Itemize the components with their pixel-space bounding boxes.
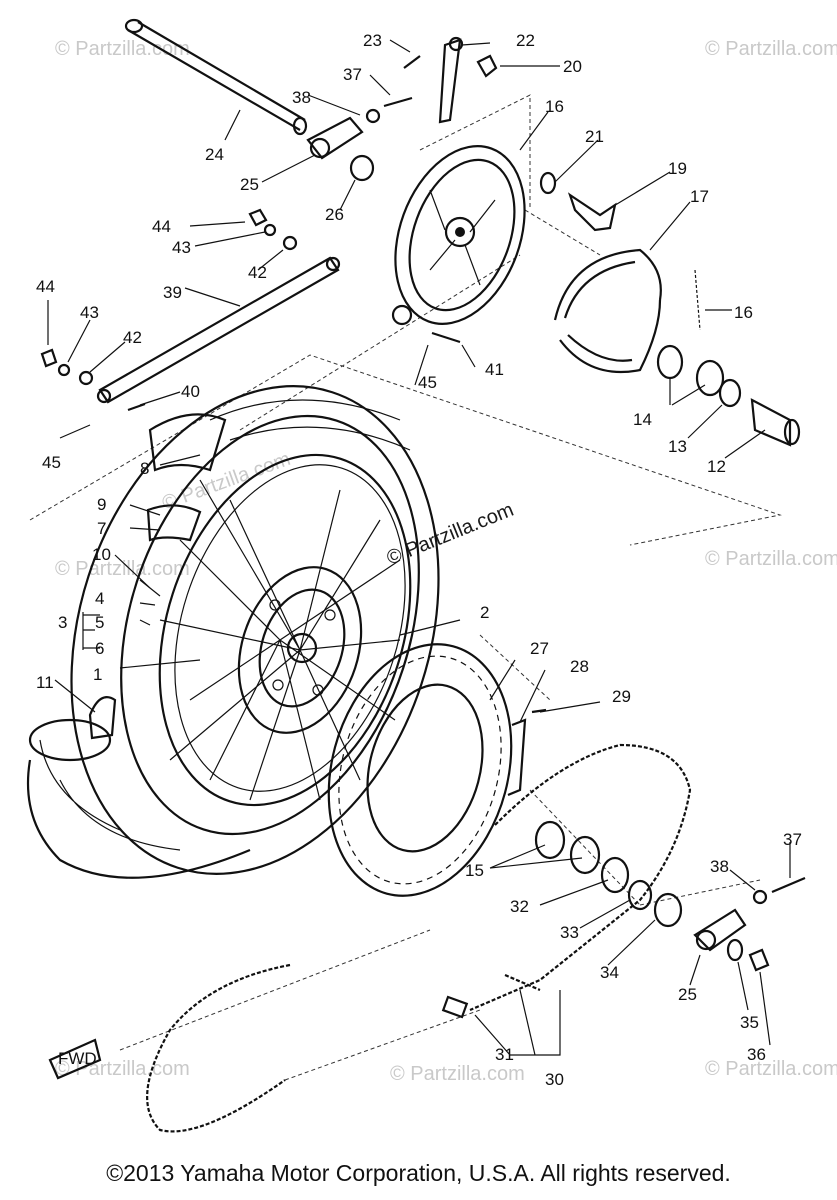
fwd-direction-arrow: FWD — [48, 1038, 102, 1080]
callout-11: 11 — [36, 673, 54, 692]
callout-44: 44 — [152, 217, 171, 236]
callout-7: 7 — [97, 519, 106, 538]
brake-cam — [539, 171, 617, 232]
callout-30: 30 — [545, 1070, 564, 1089]
callout-21: 21 — [585, 127, 604, 146]
callout-28: 28 — [570, 657, 589, 676]
hub-bearings — [656, 344, 801, 447]
callout-42: 42 — [248, 263, 267, 282]
callout-38-right: 38 — [710, 857, 729, 876]
callout-41: 41 — [485, 360, 504, 379]
callout-9: 9 — [97, 495, 106, 514]
callout-17: 17 — [690, 187, 709, 206]
callout-6: 6 — [95, 639, 104, 658]
callout-16: 16 — [545, 97, 564, 116]
drive-chain — [146, 743, 692, 1133]
callout-25-right: 25 — [678, 985, 697, 1004]
brake-shoes — [553, 248, 701, 374]
callout-14: 14 — [633, 410, 652, 429]
watermarks: © Partzilla.com © Partzilla.com © Partzi… — [55, 38, 837, 1085]
callout-36: 36 — [747, 1045, 766, 1064]
watermark: © Partzilla.com — [705, 1058, 837, 1080]
callout-35: 35 — [740, 1013, 759, 1032]
leader-lines — [47, 39, 791, 1056]
wheel-hub — [237, 566, 363, 734]
callout-15: 15 — [465, 861, 484, 880]
watermark: © Partzilla.com — [159, 448, 293, 515]
callout-37: 37 — [343, 65, 362, 84]
callout-38: 38 — [292, 88, 311, 107]
watermark: © Partzilla.com — [390, 1063, 525, 1085]
callout-26: 26 — [325, 205, 344, 224]
callout-32: 32 — [510, 897, 529, 916]
callout-34: 34 — [600, 963, 619, 982]
callout-labels: 23 22 37 20 38 16 21 24 19 25 17 26 44 4… — [36, 31, 802, 1089]
callout-40: 40 — [181, 382, 200, 401]
assembly-lines — [29, 94, 782, 1081]
callout-20: 20 — [563, 57, 582, 76]
callout-31: 31 — [495, 1045, 514, 1064]
watermark: © Partzilla.com — [55, 1058, 190, 1080]
callout-43: 43 — [172, 238, 191, 257]
watermark: © Partzilla.com — [705, 38, 837, 60]
rear-sprocket — [327, 643, 513, 897]
wheel-rim-spokes — [158, 453, 412, 807]
callout-42-left: 42 — [123, 328, 142, 347]
callout-45-left: 45 — [42, 453, 61, 472]
callout-25: 25 — [240, 175, 259, 194]
callout-24: 24 — [205, 145, 224, 164]
callout-22: 22 — [516, 31, 535, 50]
rear-tire — [26, 385, 440, 879]
callout-27: 27 — [530, 639, 549, 658]
callout-13: 13 — [668, 437, 687, 456]
chain-master-link — [441, 995, 469, 1019]
callout-1: 1 — [93, 665, 102, 684]
rim-band-tube — [88, 413, 227, 740]
sprocket-lock-washer — [507, 708, 547, 797]
copyright-notice: ©2013 Yamaha Motor Corporation, U.S.A. A… — [106, 1160, 731, 1186]
callout-3: 3 — [58, 613, 67, 632]
callout-33: 33 — [560, 923, 579, 942]
callout-19: 19 — [668, 159, 687, 178]
callout-10: 10 — [92, 545, 111, 564]
callout-5: 5 — [95, 613, 104, 632]
fwd-label: FWD — [58, 1049, 97, 1068]
callout-8: 8 — [140, 459, 149, 478]
callout-18: 16 — [734, 303, 753, 322]
watermark: © Partzilla.com — [55, 38, 190, 60]
chain-puller-left — [306, 96, 413, 182]
right-side-hardware — [534, 820, 806, 972]
tension-bar — [40, 208, 461, 412]
callout-37-right: 37 — [783, 830, 802, 849]
brake-arm — [403, 36, 498, 124]
callout-45: 45 — [418, 373, 437, 392]
callout-29: 29 — [612, 687, 631, 706]
rear-axle — [124, 18, 308, 136]
callout-12: 12 — [707, 457, 726, 476]
callout-4: 4 — [95, 589, 104, 608]
callout-23: 23 — [363, 31, 382, 50]
callout-39: 39 — [163, 283, 182, 302]
watermark: © Partzilla.com — [705, 548, 837, 570]
brake-shoe-plate — [391, 145, 526, 326]
callout-2: 2 — [480, 603, 489, 622]
callout-44-left: 44 — [36, 277, 55, 296]
callout-43-left: 43 — [80, 303, 99, 322]
